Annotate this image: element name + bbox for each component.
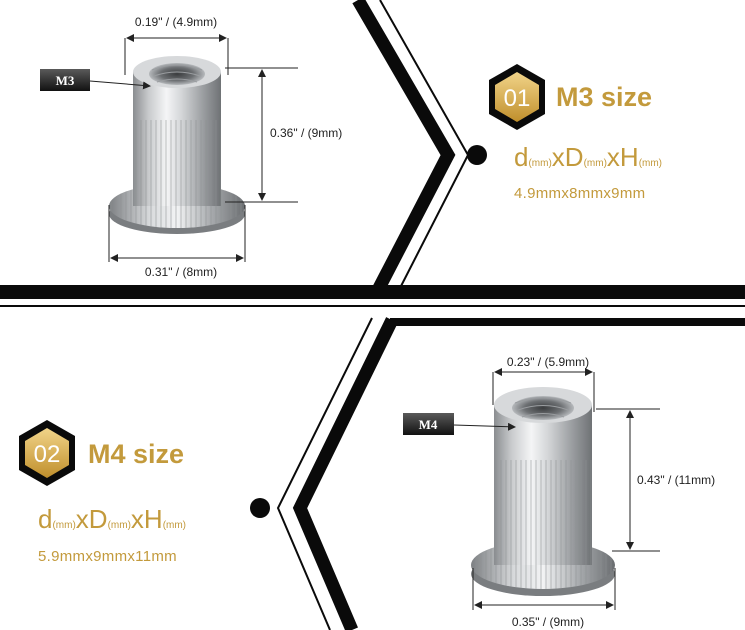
m4-bottom-dim-label: 0.35" / (9mm) xyxy=(512,615,584,629)
m3-formula: d(mm)xD(mm)xH(mm) xyxy=(514,142,662,172)
m3-bottom-dim-label: 0.31" / (8mm) xyxy=(145,265,217,279)
m3-top-dim-label: 0.19" / (4.9mm) xyxy=(135,15,217,29)
m4-side-dimension: 0.43" / (11mm) xyxy=(596,408,715,552)
m3-side-dimension: 0.36" / (9mm) xyxy=(225,67,342,203)
m4-top-dim-label: 0.23" / (5.9mm) xyxy=(507,355,589,369)
m3-badge-number: 01 xyxy=(504,85,531,112)
m4-formula: d(mm)xD(mm)xH(mm) xyxy=(38,504,186,534)
section-m3: 0.19" / (4.9mm) 0.36" / (9mm) 0.31" / (8… xyxy=(40,15,662,279)
section-m4: 02 M4 size d(mm)xD(mm)xH(mm) 5.9mmx9mmx1… xyxy=(19,355,715,629)
m4-dimension-values: 5.9mmx9mmx11mm xyxy=(38,548,177,565)
m3-tag: M3 xyxy=(40,69,151,91)
top-dot xyxy=(467,145,487,165)
m4-tag-label: M4 xyxy=(419,417,438,432)
m4-hex-badge: 02 xyxy=(19,420,75,486)
m4-rivet-nut-image xyxy=(471,387,615,596)
m3-bottom-dimension: 0.31" / (8mm) xyxy=(108,205,246,279)
top-chevron-line xyxy=(352,0,456,293)
m3-top-dimension: 0.19" / (4.9mm) xyxy=(124,15,229,75)
m4-size-title: M4 size xyxy=(88,439,184,469)
m3-dimension-values: 4.9mmx8mmx9mm xyxy=(514,185,645,202)
m3-size-heading: 01 M3 size xyxy=(489,64,652,130)
bottom-chevron-outline xyxy=(276,317,373,630)
m3-rivet-nut-image xyxy=(109,56,245,234)
m4-side-dim-label: 0.43" / (11mm) xyxy=(637,473,715,487)
m3-hex-badge: 01 xyxy=(489,64,545,130)
m4-top-dimension: 0.23" / (5.9mm) xyxy=(492,355,595,412)
m4-bottom-dimension: 0.35" / (9mm) xyxy=(472,568,616,629)
m3-tag-label: M3 xyxy=(56,73,75,88)
bottom-chevron-line xyxy=(292,317,398,630)
bottom-dot xyxy=(250,498,270,518)
horizontal-band xyxy=(0,285,745,299)
m4-size-heading: 02 M4 size xyxy=(19,420,184,486)
m3-side-dim-label: 0.36" / (9mm) xyxy=(270,126,342,140)
m4-badge-number: 02 xyxy=(34,441,61,468)
m4-tag: M4 xyxy=(403,413,516,435)
m3-size-title: M3 size xyxy=(556,82,652,112)
